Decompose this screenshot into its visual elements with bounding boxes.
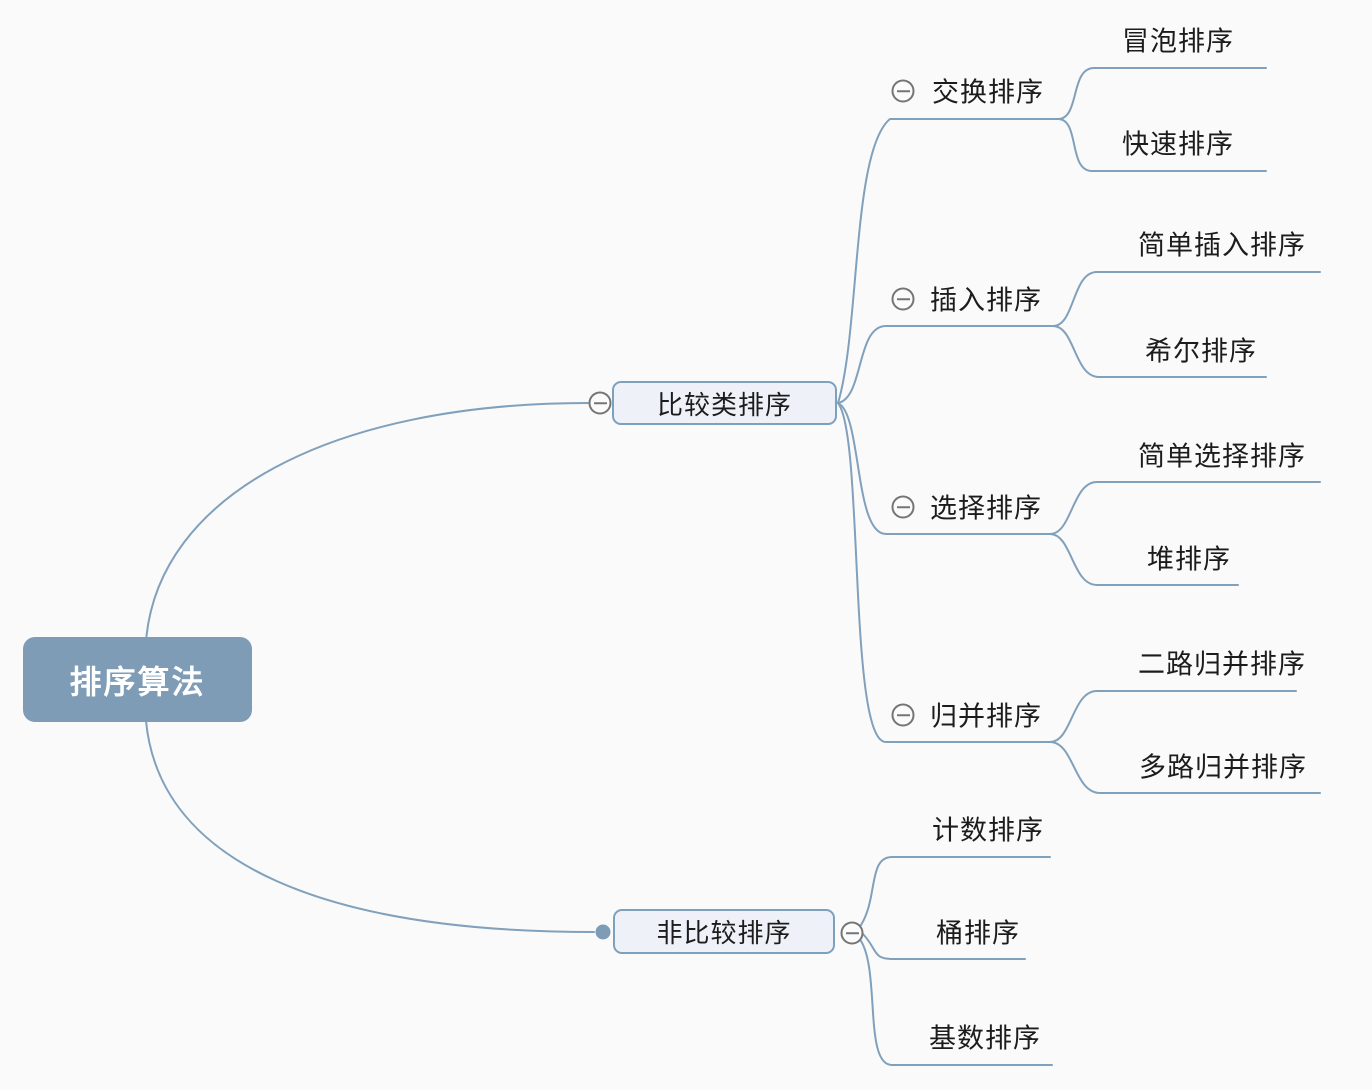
- node-bubble-sort[interactable]: 冒泡排序: [1122, 26, 1234, 57]
- node-insertion-sort[interactable]: 插入排序: [930, 285, 1042, 316]
- connector-selection: [837, 402, 1051, 535]
- node-shell-sort[interactable]: 希尔排序: [1145, 336, 1257, 367]
- collapse-minus-icon-insertion-sort[interactable]: [891, 287, 915, 311]
- connector-dot-icon: [595, 924, 611, 940]
- connector-two-way-merge: [1049, 690, 1297, 743]
- node-two-way-merge-sort[interactable]: 二路归并排序: [1138, 649, 1306, 680]
- connector-insertion: [837, 325, 1054, 404]
- node-multi-way-merge-sort[interactable]: 多路归并排序: [1139, 752, 1307, 783]
- connector-simple-insertion: [1052, 271, 1321, 327]
- collapse-minus-icon-exchange-sort[interactable]: [891, 79, 915, 103]
- connector-multi-way-merge: [1049, 741, 1321, 794]
- connector-merge: [837, 402, 1051, 743]
- node-heap-sort[interactable]: 堆排序: [1147, 544, 1231, 575]
- connector-bubble: [1057, 67, 1267, 120]
- collapse-minus-icon-comparison[interactable]: [588, 391, 612, 415]
- collapse-minus-icon-selection-sort[interactable]: [891, 495, 915, 519]
- node-comparison-sorting[interactable]: 比较类排序: [612, 381, 837, 425]
- node-counting-sort[interactable]: 计数排序: [932, 815, 1044, 846]
- node-selection-sort[interactable]: 选择排序: [930, 493, 1042, 524]
- node-radix-sort[interactable]: 基数排序: [929, 1023, 1041, 1054]
- connector-heap: [1049, 533, 1239, 586]
- node-bucket-sort[interactable]: 桶排序: [936, 918, 1020, 949]
- connector-quick: [1057, 118, 1267, 172]
- collapse-minus-icon-non-comparison[interactable]: [840, 921, 864, 945]
- collapse-minus-icon-merge-sort[interactable]: [891, 703, 915, 727]
- node-simple-selection-sort[interactable]: 简单选择排序: [1138, 441, 1306, 472]
- node-exchange-sort[interactable]: 交换排序: [932, 77, 1044, 108]
- branch-label: 比较类排序: [656, 389, 792, 420]
- connector-counting: [860, 856, 1051, 926]
- root-label: 排序算法: [69, 663, 206, 700]
- connector-radix: [860, 940, 1053, 1066]
- branch-label: 非比较排序: [656, 918, 792, 948]
- node-quick-sort[interactable]: 快速排序: [1122, 129, 1234, 160]
- connector-exchange: [837, 118, 1059, 404]
- node-merge-sort[interactable]: 归并排序: [930, 701, 1042, 732]
- connector-root-comparison: [145, 402, 589, 642]
- connector-bucket: [862, 933, 1026, 960]
- connector-simple-selection: [1049, 481, 1321, 535]
- connector-shell: [1052, 325, 1267, 378]
- connector-root-non-comparison: [145, 720, 595, 933]
- node-simple-insertion-sort[interactable]: 简单插入排序: [1138, 230, 1306, 261]
- node-non-comparison-sorting[interactable]: 非比较排序: [613, 909, 835, 954]
- node-sorting-algorithms-root[interactable]: 排序算法: [23, 637, 252, 722]
